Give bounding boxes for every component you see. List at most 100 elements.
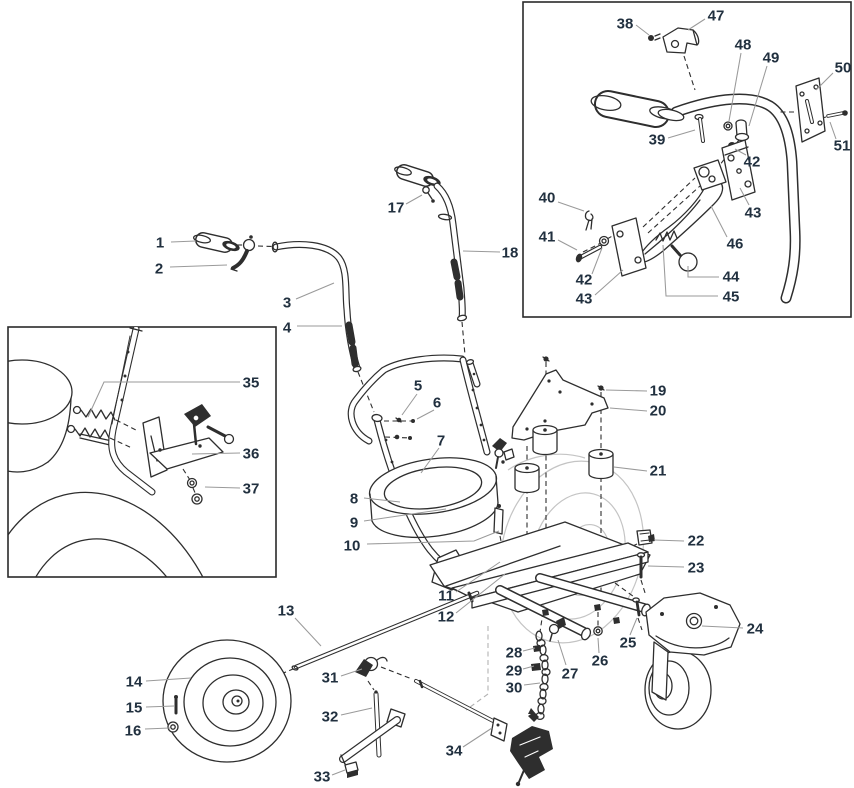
callout-26: 26 [592, 653, 609, 670]
leader-line-28 [522, 647, 536, 652]
leader-line-10 [366, 530, 500, 545]
leader-line-37 [204, 486, 241, 489]
callout-40: 40 [539, 190, 556, 207]
callout-51: 51 [834, 138, 851, 155]
callout-9: 9 [350, 515, 358, 532]
callout-1: 1 [156, 235, 164, 252]
inset-handle-tube [590, 90, 801, 304]
callout-12: 12 [438, 609, 455, 626]
callout-13: 13 [278, 603, 295, 620]
spring [655, 230, 678, 242]
leader-line-32 [340, 707, 373, 716]
leader-line-47 [687, 18, 706, 31]
main-view [162, 164, 741, 787]
callout-20: 20 [650, 403, 667, 420]
callout-7: 7 [437, 433, 445, 450]
nut [191, 493, 203, 505]
screw [648, 35, 654, 41]
leader-line-9 [363, 508, 447, 522]
nut [186, 477, 198, 489]
leader-line-6 [416, 409, 435, 420]
callout-4: 4 [283, 320, 292, 337]
leader-line-8 [363, 497, 401, 503]
inset-springs [66, 405, 137, 449]
callout-16: 16 [125, 723, 142, 740]
leader-line-49 [748, 65, 768, 127]
inset-pail [8, 359, 113, 473]
front-wheel [162, 639, 292, 763]
callout-10: 10 [344, 538, 361, 555]
callout-39: 39 [649, 132, 666, 149]
callout-31: 31 [322, 670, 339, 687]
leader-line-41 [557, 239, 578, 251]
callout-5: 5 [414, 378, 422, 395]
callout-22: 22 [688, 533, 705, 550]
callout-15: 15 [126, 700, 143, 717]
inset-plate [795, 77, 848, 143]
callout-48: 48 [735, 37, 752, 54]
callout-25: 25 [620, 635, 637, 652]
callout-30: 30 [506, 680, 523, 697]
left-handle [193, 232, 362, 373]
leader-line-34 [462, 727, 493, 748]
leader-line-30 [523, 682, 541, 686]
leader-line-14 [145, 677, 192, 682]
ring-pin [493, 507, 504, 535]
trigger-clamp [230, 235, 256, 272]
inset-bracket [142, 404, 235, 505]
leader-line-15 [145, 705, 175, 708]
leader-line-42 [591, 247, 603, 275]
leader-line-23 [647, 565, 685, 568]
ring-clip [548, 623, 560, 635]
right-handle [394, 164, 481, 388]
leader-line-46 [710, 205, 728, 238]
leader-line-26 [597, 637, 600, 654]
leader-line-16 [144, 727, 171, 730]
small-hardware [548, 529, 655, 642]
chain-link [531, 663, 541, 671]
leader-line-50 [815, 72, 834, 91]
leader-line-21 [613, 466, 648, 472]
callout-35: 35 [243, 375, 260, 392]
inset-top-bracket [648, 27, 700, 54]
callout-37: 37 [243, 481, 260, 498]
mount-plate-group [511, 356, 614, 494]
callout-28: 28 [506, 645, 523, 662]
post-latch [492, 438, 515, 469]
leader-line-24 [701, 625, 744, 629]
callout-43: 43 [745, 205, 762, 222]
leader-line-39 [667, 129, 696, 139]
link-plate [611, 217, 647, 277]
leader-line-48 [728, 52, 742, 122]
callout-42: 42 [744, 154, 761, 171]
caster-assembly [644, 592, 741, 730]
callouts: 1234567891011121314151617181920212223242… [87, 8, 851, 786]
leader-line-2 [169, 264, 228, 268]
chain [531, 630, 551, 721]
axle-rod [291, 590, 480, 671]
leader-line-22 [653, 539, 685, 542]
callout-46: 46 [727, 236, 744, 253]
nut [598, 235, 610, 247]
callout-47: 47 [708, 8, 725, 25]
handle-clip [422, 186, 430, 194]
nut [593, 626, 603, 636]
holder-bracket [339, 656, 406, 778]
rubber-mount [514, 462, 540, 494]
callout-2: 2 [155, 261, 163, 278]
leader-line-1 [170, 240, 197, 243]
callout-3: 3 [283, 295, 291, 312]
leader-line-12 [455, 573, 506, 614]
callout-6: 6 [433, 395, 441, 412]
leader-line-35 [87, 381, 240, 418]
leader-line-36 [191, 452, 241, 455]
inset-box-left [7, 326, 277, 578]
callout-49: 49 [763, 50, 780, 67]
leader-line-3 [295, 282, 335, 300]
callout-21: 21 [650, 463, 667, 480]
leader-line-29 [522, 665, 535, 670]
callout-18: 18 [502, 245, 519, 262]
mount-plate [511, 369, 609, 441]
leader-line-13 [294, 617, 322, 647]
